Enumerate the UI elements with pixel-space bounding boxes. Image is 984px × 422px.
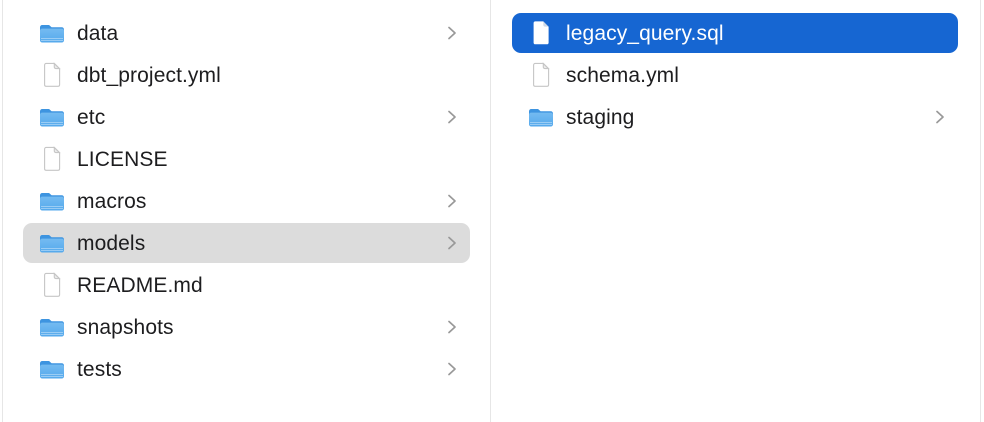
folder-icon <box>38 188 65 215</box>
item-label: README.md <box>77 273 203 297</box>
list-item-tests[interactable]: tests <box>23 349 470 389</box>
chevron-right-icon <box>935 109 945 125</box>
item-label: data <box>77 21 119 45</box>
column-divider[interactable] <box>490 0 491 422</box>
column-left: data <box>3 0 490 422</box>
item-label: tests <box>77 357 122 381</box>
left-edge-divider <box>2 0 3 422</box>
item-label: snapshots <box>77 315 174 339</box>
chevron-right-icon <box>447 361 457 377</box>
folder-icon <box>38 314 65 341</box>
item-label: staging <box>566 105 635 129</box>
list-item-etc[interactable]: etc <box>23 97 470 137</box>
folder-icon <box>527 104 554 131</box>
list-item-dbt-project-yml[interactable]: dbt_project.yml <box>23 55 470 95</box>
chevron-right-icon <box>447 25 457 41</box>
list-item-schema-yml[interactable]: schema.yml <box>512 55 958 95</box>
item-label: macros <box>77 189 147 213</box>
chevron-right-icon <box>447 319 457 335</box>
file-icon <box>38 62 65 89</box>
list-item-staging[interactable]: staging <box>512 97 958 137</box>
item-label: LICENSE <box>77 147 168 171</box>
folder-icon <box>38 230 65 257</box>
file-icon <box>38 272 65 299</box>
column-right: legacy_query.sql <box>491 0 980 422</box>
item-label: schema.yml <box>566 63 680 87</box>
list-item-models[interactable]: models <box>23 223 470 263</box>
list-item-snapshots[interactable]: snapshots <box>23 307 470 347</box>
chevron-right-icon <box>447 109 457 125</box>
folder-icon <box>38 356 65 383</box>
list-item-macros[interactable]: macros <box>23 181 470 221</box>
list-item-legacy-query-sql[interactable]: legacy_query.sql <box>512 13 958 53</box>
folder-icon <box>38 104 65 131</box>
file-icon <box>527 20 554 47</box>
folder-icon <box>38 20 65 47</box>
column-divider[interactable] <box>980 0 981 422</box>
item-label: models <box>77 231 146 255</box>
list-item-license[interactable]: LICENSE <box>23 139 470 179</box>
chevron-right-icon <box>447 193 457 209</box>
file-icon <box>527 62 554 89</box>
item-label: legacy_query.sql <box>566 21 724 45</box>
list-item-data[interactable]: data <box>23 13 470 53</box>
file-icon <box>38 146 65 173</box>
list-item-readme-md[interactable]: README.md <box>23 265 470 305</box>
chevron-right-icon <box>447 235 457 251</box>
item-label: dbt_project.yml <box>77 63 221 87</box>
item-label: etc <box>77 105 106 129</box>
